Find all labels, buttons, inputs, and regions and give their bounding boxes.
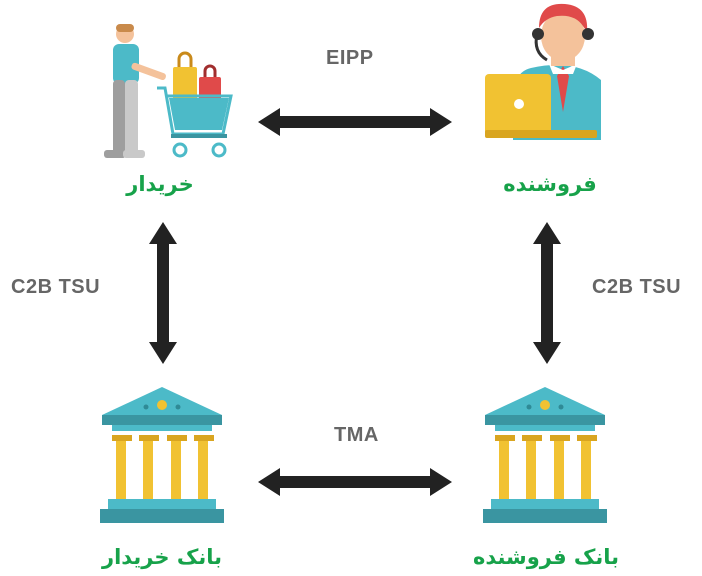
bottom-double-arrow xyxy=(258,468,452,496)
buyer-bank-label: بانک خریدار xyxy=(102,545,222,569)
top-double-arrow xyxy=(258,108,452,136)
shopper-with-cart-icon xyxy=(104,24,233,158)
left-double-arrow xyxy=(149,222,177,364)
seller-bank-label: بانک فروشنده xyxy=(472,545,620,569)
right-double-arrow xyxy=(533,222,561,364)
buyer-label: خریدار xyxy=(126,172,194,196)
buyer-bank-icon xyxy=(100,387,224,523)
edge-label-top: EIPP xyxy=(326,47,374,69)
seller-label: فروشنده xyxy=(503,172,597,196)
edge-label-bottom: TMA xyxy=(334,424,379,446)
edge-label-left: C2B TSU xyxy=(11,276,101,298)
salesperson-with-laptop-icon xyxy=(485,3,601,140)
seller-bank-icon xyxy=(483,387,607,523)
edge-label-right: C2B TSU xyxy=(592,276,682,298)
